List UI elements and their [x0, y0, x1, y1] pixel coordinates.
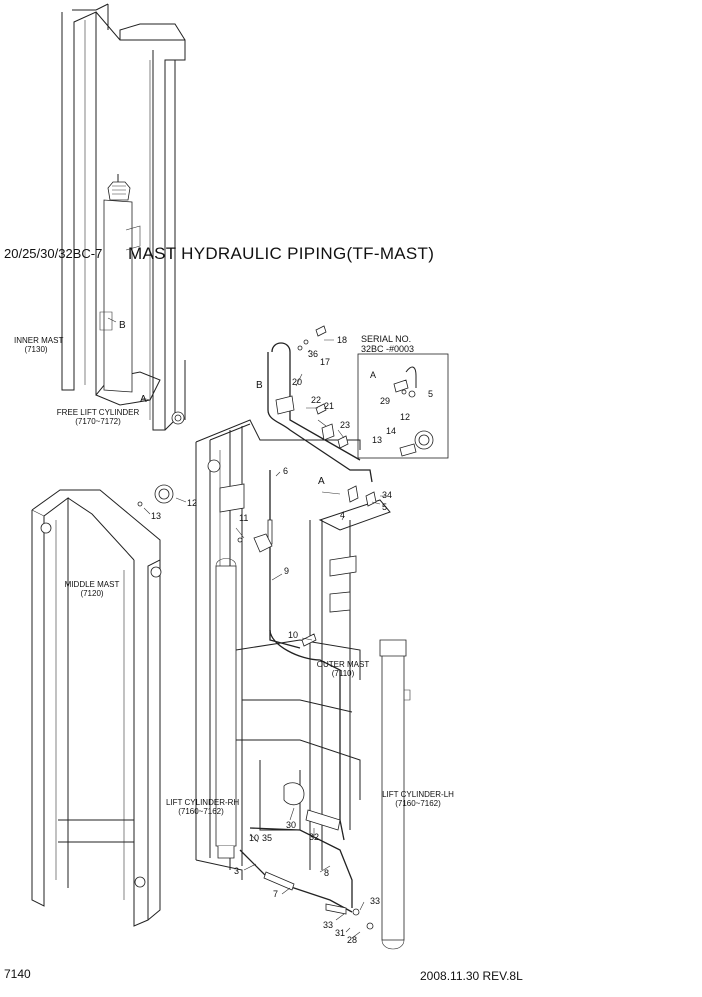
- leader-lines: [107, 317, 386, 939]
- free-lift-cylinder-label: FREE LIFT CYLINDER (7170~7172): [50, 408, 146, 426]
- lift-cylinder-rh-code: (7160~7162): [178, 807, 224, 816]
- inner-mast-code: (7130): [24, 345, 48, 354]
- callout-33-left: 33: [323, 920, 334, 930]
- callout-11: 11: [239, 513, 249, 523]
- outer-mast-label: OUTER MAST (7110): [316, 660, 370, 678]
- callout-17: 17: [320, 357, 331, 367]
- serial-callout-14: 14: [386, 426, 397, 436]
- callout-10-lower: 10: [249, 833, 260, 843]
- callout-32: 32: [309, 832, 320, 842]
- callout-9: 9: [284, 566, 290, 576]
- callout-21: 21: [324, 401, 335, 411]
- callout-10-upper: 10: [288, 630, 299, 640]
- model-number: 20/25/30/32BC-7: [4, 246, 103, 261]
- lift-cylinder-lh-code: (7160~7162): [395, 799, 441, 808]
- middle-mast-code: (7120): [80, 589, 104, 598]
- callout-20: 20: [292, 377, 303, 387]
- detail-marker-a: A: [140, 394, 147, 405]
- free-lift-cylinder-name: FREE LIFT CYLINDER: [56, 408, 140, 417]
- callout-36: 36: [308, 349, 319, 359]
- middle-mast-drawing: [31, 489, 162, 927]
- serial-callout-13: 13: [372, 435, 383, 445]
- callout-33-right: 33: [370, 896, 381, 906]
- detail-marker-a-outer: A: [318, 476, 325, 487]
- callout-34: 34: [382, 490, 393, 500]
- callout-13: 13: [151, 511, 162, 521]
- lift-cylinder-rh-label: LIFT CYLINDER-RH (7160~7162): [166, 798, 240, 816]
- middle-mast-name: MIDDLE MAST: [64, 580, 120, 589]
- callout-4: 4: [340, 510, 346, 520]
- detail-marker-b-outer: B: [256, 380, 263, 391]
- serial-detail-box: [357, 353, 449, 459]
- fittings-and-clamps: [137, 325, 377, 543]
- callout-6: 6: [283, 466, 289, 476]
- serial-callout-a: A: [370, 370, 377, 380]
- serial-callout-29: 29: [380, 396, 391, 406]
- revision-date: 2008.11.30 REV.8L: [420, 969, 523, 983]
- callout-12: 12: [187, 498, 198, 508]
- inner-mast-name: INNER MAST: [14, 336, 64, 345]
- serial-callout-5: 5: [428, 389, 434, 399]
- inner-mast-label: INNER MAST (7130): [14, 336, 64, 354]
- middle-mast-label: MIDDLE MAST (7120): [64, 580, 120, 598]
- lift-cylinder-lh-drawing: [379, 639, 411, 950]
- outer-mast-name: OUTER MAST: [316, 660, 370, 669]
- callout-28: 28: [347, 935, 358, 945]
- callout-3: 3: [234, 866, 240, 876]
- callout-30: 30: [286, 820, 297, 830]
- outer-mast-code: (7110): [331, 669, 355, 678]
- callout-23: 23: [340, 420, 351, 430]
- callout-7: 7: [273, 889, 279, 899]
- page-number: 7140: [4, 967, 31, 981]
- callout-31: 31: [335, 928, 346, 938]
- serial-range: 32BC -#0003: [361, 344, 415, 354]
- callout-18: 18: [337, 335, 348, 345]
- callout-8: 8: [324, 868, 330, 878]
- serial-title: SERIAL NO.: [361, 334, 412, 344]
- serial-callout-12: 12: [400, 412, 411, 422]
- lift-cylinder-rh-drawing: [215, 558, 237, 859]
- free-lift-cylinder-drawing: [99, 174, 141, 393]
- inner-mast-drawing: [61, 3, 186, 431]
- callout-5: 5: [382, 502, 388, 512]
- callout-22: 22: [311, 395, 322, 405]
- lift-cylinder-lh-name: LIFT CYLINDER-LH: [382, 790, 454, 799]
- hydraulic-hoses: [239, 342, 374, 930]
- lift-cylinder-lh-label: LIFT CYLINDER-LH (7160~7162): [382, 790, 454, 808]
- free-lift-cylinder-code: (7170~7172): [75, 417, 121, 426]
- callout-35: 35: [262, 833, 273, 843]
- page-title: MAST HYDRAULIC PIPING(TF-MAST): [128, 244, 435, 263]
- lift-cylinder-rh-name: LIFT CYLINDER-RH: [166, 798, 240, 807]
- detail-marker-b: B: [119, 320, 126, 331]
